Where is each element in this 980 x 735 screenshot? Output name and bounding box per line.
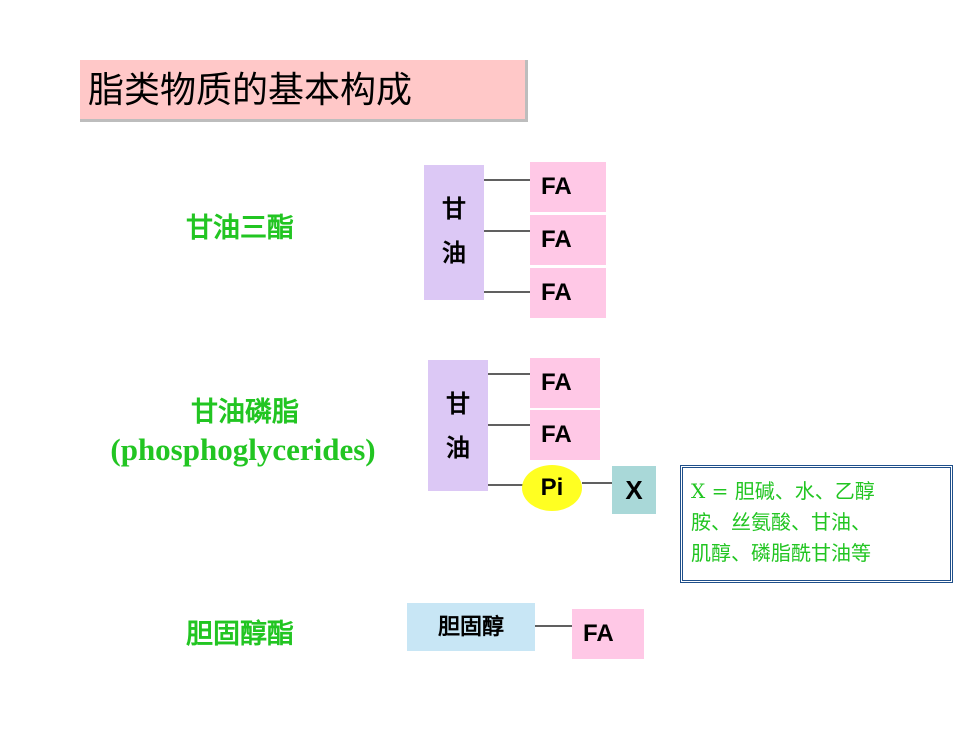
- head-group-note: X = 胆碱、水、乙醇 胺、丝氨酸、甘油、 肌醇、磷脂酰甘油等: [680, 465, 953, 583]
- phosphoglyceride-glycerol-block: 甘 油: [428, 360, 488, 491]
- phosphoglyceride-fa-1: FA: [530, 358, 600, 408]
- head-group-x: X: [612, 466, 656, 514]
- glycerol-char-1: 甘: [446, 389, 470, 418]
- note-line-2: 胺、丝氨酸、甘油、: [691, 510, 871, 534]
- triglyceride-label: 甘油三酯: [186, 213, 294, 244]
- phosphate-pi: Pi: [522, 465, 582, 511]
- glycerol-char-2: 油: [446, 433, 470, 462]
- triglyceride-glycerol-block: 甘 油: [424, 165, 484, 300]
- cholesterol-ester-fa: FA: [572, 609, 644, 659]
- triglyceride-fa-2: FA: [530, 215, 606, 265]
- glycerol-char-2: 油: [442, 238, 466, 267]
- page-title: 脂类物质的基本构成: [80, 60, 528, 122]
- phosphoglyceride-label: 甘油磷脂: [191, 397, 299, 428]
- note-line-1: X = 胆碱、水、乙醇: [691, 479, 875, 503]
- phosphoglyceride-label-en: (phosphoglycerides): [110, 432, 376, 467]
- phosphoglyceride-fa-2: FA: [530, 410, 600, 460]
- glycerol-char-1: 甘: [442, 194, 466, 223]
- cholesterol-block: 胆固醇: [407, 603, 535, 651]
- triglyceride-fa-1: FA: [530, 162, 606, 212]
- cholesterol-ester-label: 胆固醇酯: [186, 619, 294, 650]
- triglyceride-fa-3: FA: [530, 268, 606, 318]
- note-line-3: 肌醇、磷脂酰甘油等: [691, 541, 871, 565]
